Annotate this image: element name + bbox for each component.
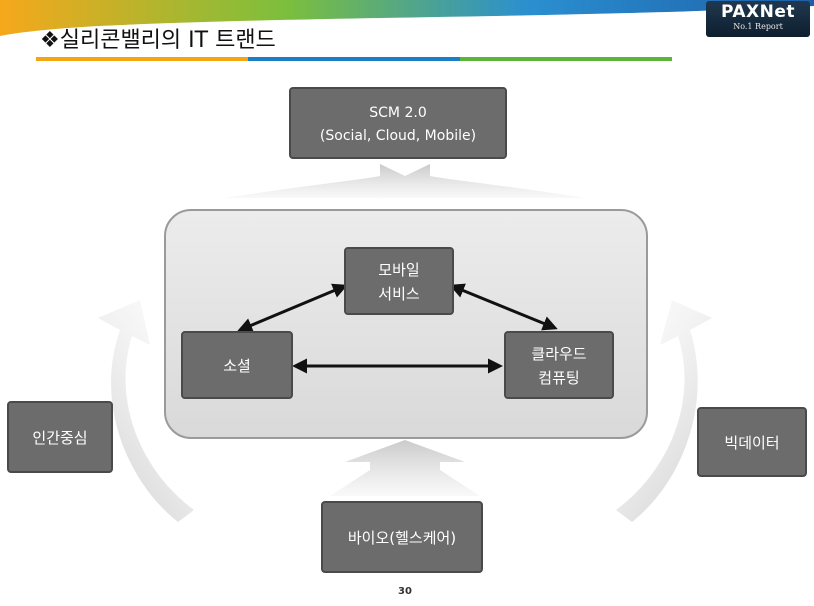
cloud-computing-box: 클라우드 컴퓨팅 <box>504 331 614 399</box>
page-number: 30 <box>398 586 412 597</box>
mobile-service-box: 모바일 서비스 <box>344 247 454 315</box>
core-trends-panel <box>164 209 648 439</box>
social-box: 소셜 <box>181 331 293 399</box>
up-arrow-to-scm <box>225 164 585 198</box>
human-centered-box: 인간중심 <box>7 401 113 473</box>
up-arrow-from-bio <box>330 440 480 496</box>
big-data-box: 빅데이터 <box>697 407 807 477</box>
header-swoosh-decoration <box>0 0 814 40</box>
arrow-social-mobile <box>237 283 348 333</box>
slide-title: ❖실리콘밸리의 IT 트랜드 <box>40 28 276 53</box>
title-underline-blue <box>248 57 460 61</box>
cloud-box-line1: 클라우드 <box>531 345 586 363</box>
mobile-box-line1: 모바일 <box>378 261 419 279</box>
mobile-box-line2: 서비스 <box>378 285 420 303</box>
left-box-label: 인간중심 <box>32 429 87 447</box>
right-curve-arrow <box>616 300 712 522</box>
right-box-label: 빅데이터 <box>724 434 779 452</box>
left-curve-arrow <box>98 300 194 522</box>
scm-box-line2: (Social, Cloud, Mobile) <box>320 128 476 144</box>
cloud-box-line2: 컴퓨팅 <box>538 369 579 387</box>
title-underline-green <box>460 57 672 61</box>
paxnet-logo: PAXNet No.1 Report <box>706 1 810 37</box>
title-underline <box>36 57 672 61</box>
logo-brand: PAXNet <box>720 2 796 22</box>
bottom-box-label: 바이오(헬스케어) <box>348 529 456 547</box>
logo-tagline: No.1 Report <box>733 22 783 31</box>
arrow-mobile-cloud <box>449 283 558 331</box>
bio-healthcare-box: 바이오(헬스케어) <box>321 501 483 573</box>
scm-box: SCM 2.0 (Social, Cloud, Mobile) <box>289 87 507 159</box>
scm-box-line1: SCM 2.0 <box>369 105 426 121</box>
title-underline-orange <box>36 57 248 61</box>
social-box-label: 소셜 <box>223 357 251 375</box>
